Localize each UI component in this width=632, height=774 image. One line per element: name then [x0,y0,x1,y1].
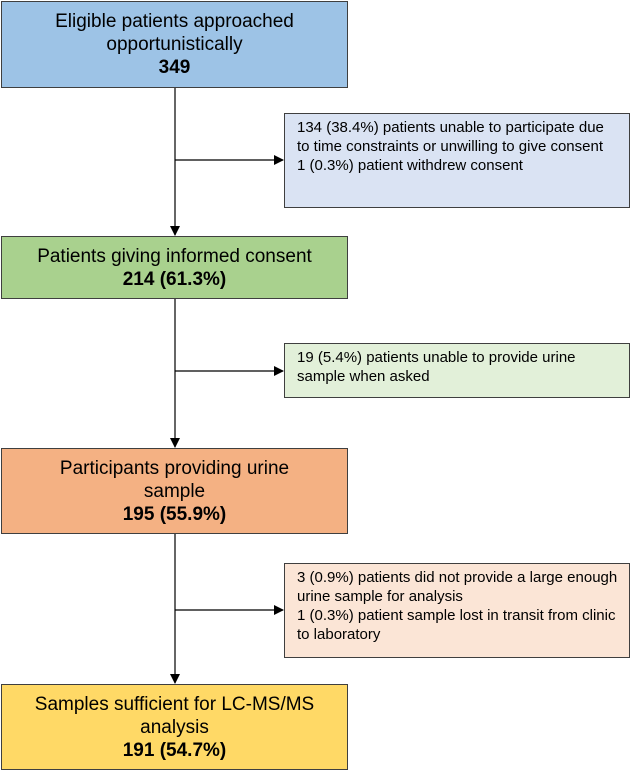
excluded-consent-line-2: 1 (0.3%) patient withdrew consent [297,157,523,174]
approached-label-line-1: Eligible patients approached [55,11,294,32]
provided-sample-count: 195 (55.9%) [122,503,227,525]
approached-box: Eligible patients approached opportunist… [1,1,348,88]
sufficient-label-line-1: Samples sufficient for LC-MS/MS [34,693,315,715]
excluded-consent-box: 134 (38.4%) patients unable to participa… [284,113,630,208]
excluded-analysis-line-1: 3 (0.9%) patients did not provide a larg… [297,569,618,605]
sufficient-box: Samples sufficient for LC-MS/MS analysis… [1,684,348,770]
excluded-consent-line-1: 134 (38.4%) patients unable to participa… [297,119,604,155]
provided-sample-box: Participants providing urine sample 195 … [1,448,348,534]
approached-count: 349 [158,57,191,78]
provided-sample-label-line-1: Participants providing urine [59,457,290,479]
sufficient-label-line-2: analysis [140,716,209,738]
sufficient-count: 191 (54.7%) [122,739,227,761]
excluded-analysis-box: 3 (0.9%) patients did not provide a larg… [284,563,630,658]
excluded-sample-line-1: 19 (5.4%) patients unable to provide uri… [297,349,576,385]
excluded-analysis-line-2: 1 (0.3%) patient sample lost in transit … [297,607,616,643]
consented-count: 214 (61.3%) [122,268,227,290]
consented-label: Patients giving informed consent [37,245,312,267]
approached-label-line-2: opportunistically [106,34,243,55]
excluded-sample-box: 19 (5.4%) patients unable to provide uri… [284,343,630,398]
consented-box: Patients giving informed consent 214 (61… [1,236,348,299]
provided-sample-label-line-2: sample [143,480,206,502]
